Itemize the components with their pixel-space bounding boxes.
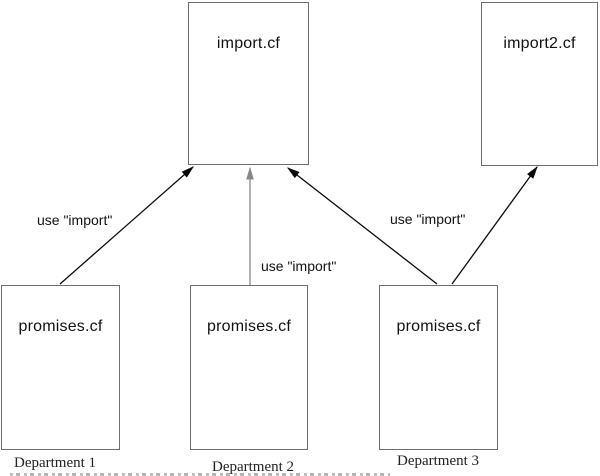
arrow-promises1-to-import	[59, 166, 194, 285]
node-promises-cf-dept2: promises.cf	[190, 285, 308, 450]
clipped-caption-artifact	[10, 473, 390, 476]
node-promises-cf-dept1: promises.cf	[1, 285, 120, 450]
node-import2-cf-label: import2.cf	[503, 35, 576, 52]
caption-department-3: Department 3	[397, 453, 480, 469]
edge-label-use-import-left: use "import"	[37, 212, 113, 228]
node-import-cf: import.cf	[188, 2, 309, 165]
node-promises-cf-dept3-label: promises.cf	[396, 318, 481, 335]
node-promises-cf-dept1-label: promises.cf	[18, 318, 103, 335]
caption-department-2: Department 2	[212, 459, 295, 475]
node-promises-cf-dept3: promises.cf	[379, 285, 498, 450]
node-import2-cf: import2.cf	[481, 2, 598, 166]
arrow-promises3-to-import	[286, 167, 438, 285]
caption-department-1: Department 1	[14, 455, 97, 471]
edge-label-use-import-middle: use "import"	[261, 258, 337, 274]
arrow-promises3-to-import2	[451, 165, 538, 285]
node-promises-cf-dept2-label: promises.cf	[207, 318, 291, 335]
edge-label-use-import-right: use "import"	[390, 211, 466, 227]
node-import-cf-label: import.cf	[216, 35, 281, 52]
